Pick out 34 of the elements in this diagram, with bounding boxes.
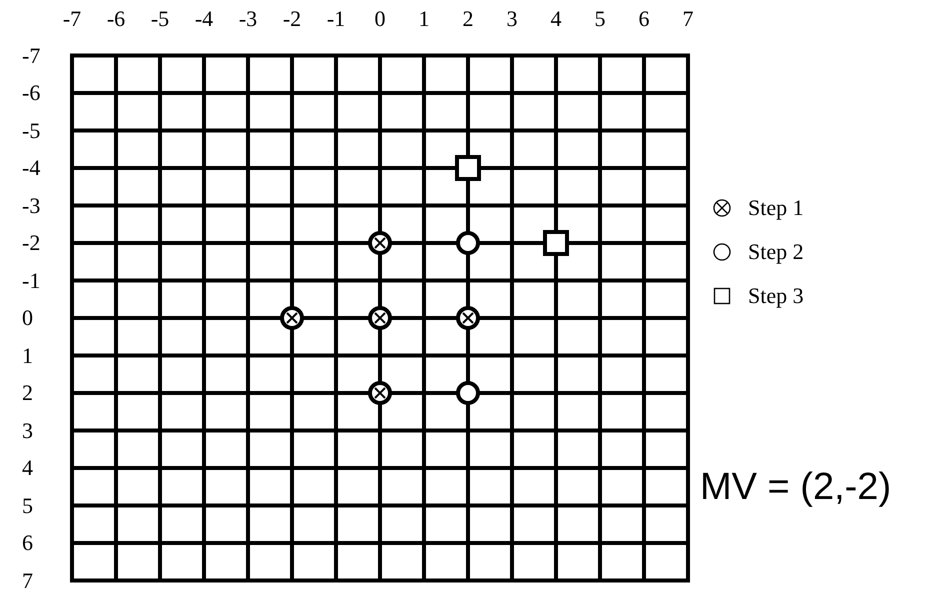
- tick-label: 4: [550, 8, 562, 30]
- tick-label: -6: [106, 8, 126, 30]
- tick-label: -2: [22, 232, 40, 254]
- tick-label: -3: [238, 8, 258, 30]
- tick-label: -6: [22, 82, 40, 104]
- tick-label: -5: [150, 8, 170, 30]
- tick-label: -7: [22, 44, 40, 66]
- legend-label: Step 3: [748, 285, 804, 307]
- tick-label: 1: [22, 344, 33, 366]
- tick-label: 2: [462, 8, 474, 30]
- tick-label: -2: [282, 8, 302, 30]
- tick-label: 5: [22, 494, 33, 516]
- tick-label: -4: [22, 157, 40, 179]
- tick-label: 3: [22, 420, 33, 442]
- motion-vector-label: MV = (2,-2): [700, 468, 892, 506]
- tick-label: 0: [22, 307, 33, 329]
- tick-label: 0: [374, 8, 386, 30]
- tick-label: -3: [22, 194, 40, 216]
- tick-label: 7: [682, 8, 694, 30]
- tick-label: -7: [62, 8, 82, 30]
- legend-label: Step 2: [748, 241, 804, 263]
- tick-label: 1: [418, 8, 430, 30]
- tick-label: 7: [22, 570, 33, 592]
- tick-label: -1: [326, 8, 346, 30]
- tick-label: 3: [506, 8, 518, 30]
- tick-label: 2: [22, 382, 33, 404]
- tick-label: 6: [638, 8, 650, 30]
- tick-label: -4: [194, 8, 214, 30]
- tick-label: -5: [22, 120, 40, 142]
- tick-label: 6: [22, 532, 33, 554]
- tick-label: 5: [594, 8, 606, 30]
- tick-label: 4: [22, 457, 33, 479]
- tick-label: -1: [22, 270, 40, 292]
- legend-label: Step 1: [748, 197, 804, 219]
